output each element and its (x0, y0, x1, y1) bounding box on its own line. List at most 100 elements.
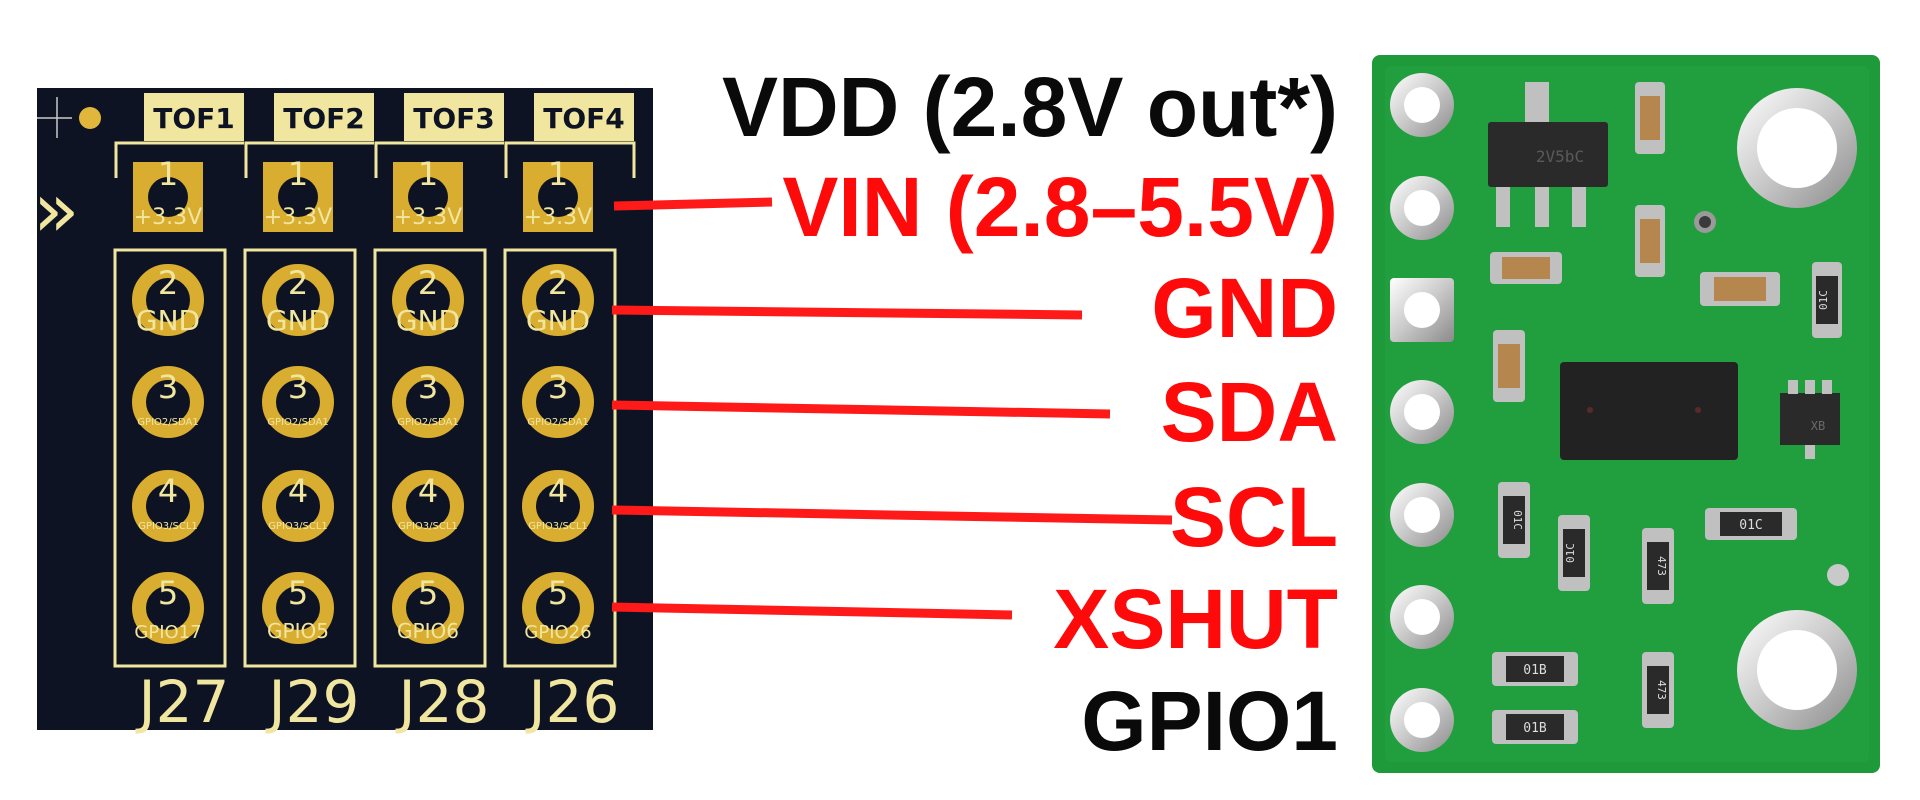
pin-label-scl: SCL (1170, 470, 1338, 564)
resistor-marking: 01B (1523, 663, 1547, 678)
pin-label: GPIO3/SCL1 (528, 521, 588, 532)
resistor-01c-b: 01C (1498, 482, 1530, 558)
pin-label-xshut: XSHUT (1053, 572, 1338, 666)
vin-line (613, 197, 773, 211)
header-outlines (113, 248, 617, 668)
pin-number: 3 (418, 368, 438, 406)
gnd-line (611, 305, 1083, 320)
voltage-regulator-chip: 2V5bC (1488, 82, 1608, 227)
pin-number: 1 (158, 155, 178, 193)
header-j26: J26 (526, 668, 620, 736)
pin-label: GPIO26 (524, 622, 591, 643)
capacitors (1490, 82, 1780, 402)
mounting-holes (1694, 88, 1857, 730)
tof3-label: TOF3 (413, 102, 495, 135)
pin-number: 2 (158, 264, 178, 302)
pin-label: GPIO17 (134, 622, 201, 643)
tof2-label: TOF2 (283, 102, 365, 135)
pin-number: 2 (548, 264, 568, 302)
pin-hole-vin (1390, 176, 1454, 240)
header-designators: J27 J29 J28 J26 (136, 668, 620, 736)
tof-sensor-chip (1560, 362, 1738, 460)
pin-number: 4 (158, 472, 178, 510)
pin-number: 4 (418, 472, 438, 510)
pin-label: +3.3V (134, 205, 202, 230)
header-j29: J29 (266, 668, 360, 736)
pin-label: GPIO6 (397, 619, 459, 643)
resistor-marking: 01C (1564, 543, 1577, 563)
resistors: 01C 01C 01C 01C 473 473 (1492, 262, 1842, 744)
resistor-473-a: 473 (1642, 528, 1674, 604)
resistor-01c-c: 01C (1558, 515, 1590, 591)
carrier-pcb: » TOF1 TOF2 TOF3 TOF4 (33, 88, 653, 736)
pin-label: GPIO3/SCL1 (268, 521, 328, 532)
pin-label: GND (396, 304, 460, 337)
pin-column-tof2: 1 +3.3V 2 GND 3 GPIO2/SDA1 4 GPIO3/SCL1 … (262, 155, 334, 644)
pin-label: +3.3V (394, 205, 462, 230)
pin-label: GPIO2/SDA1 (267, 417, 328, 428)
pin-number: 1 (548, 155, 568, 193)
header-j28: J28 (396, 668, 490, 736)
resistor-marking: 473 (1655, 680, 1668, 700)
pin-number: 5 (288, 574, 308, 612)
scl-line (611, 505, 1173, 525)
pin-label: +3.3V (264, 205, 332, 230)
pin-hole-sda (1390, 380, 1454, 444)
pin-column-tof3: 1 +3.3V 2 GND 3 GPIO2/SDA1 4 GPIO3/SCL1 … (392, 155, 464, 644)
pin-hole-gnd (1390, 278, 1454, 342)
pin-number: 2 (418, 264, 438, 302)
pin-label-gpio1: GPIO1 (1081, 674, 1338, 768)
pin-number: 5 (158, 574, 178, 612)
sda-line (611, 400, 1111, 419)
pin-label: GND (526, 304, 590, 337)
pin-number: 3 (548, 368, 568, 406)
transistor-marking: XB (1811, 419, 1825, 433)
pin-label: GND (136, 304, 200, 337)
pin-label: +3.3V (524, 205, 592, 230)
resistor-marking: 473 (1655, 556, 1668, 576)
pin-number: 5 (548, 574, 568, 612)
pin-label: GPIO3/SCL1 (138, 521, 198, 532)
resistor-marking: 01B (1523, 721, 1547, 736)
header-j27: J27 (136, 668, 230, 736)
pin-number: 3 (288, 368, 308, 406)
tof4-label: TOF4 (543, 102, 625, 135)
connector-lines (611, 197, 1173, 620)
pin-column-tof4: 1 +3.3V 2 GND 3 GPIO2/SDA1 4 GPIO3/SCL1 … (522, 155, 594, 644)
resistor-marking: 01C (1739, 518, 1762, 533)
resistor-marking: 01C (1511, 510, 1524, 530)
pin-labels: VDD (2.8V out*) VIN (2.8–5.5V) GND SDA S… (722, 60, 1338, 768)
pin-number: 4 (288, 472, 308, 510)
pin-hole-scl (1390, 483, 1454, 547)
resistor-01b-b: 01B (1492, 710, 1578, 744)
pin-label-gnd: GND (1151, 261, 1338, 355)
tof1-label: TOF1 (153, 102, 235, 135)
pin-label: GPIO3/SCL1 (398, 521, 458, 532)
pin-label: GPIO2/SDA1 (397, 417, 458, 428)
pin-label: GND (266, 304, 330, 337)
resistor-marking: 01C (1817, 290, 1830, 310)
pin-column-tof1: 1 +3.3V 2 GND 3 GPIO2/SDA1 4 GPIO3/SCL1 … (132, 155, 204, 644)
pin-number: 1 (288, 155, 308, 193)
tof-labels: TOF1 TOF2 TOF3 TOF4 (144, 93, 634, 141)
silkscreen-brackets (114, 141, 636, 178)
pin-label: GPIO5 (267, 619, 329, 643)
pin-number: 2 (288, 264, 308, 302)
pin-label-vdd: VDD (2.8V out*) (722, 60, 1338, 154)
pin-number: 1 (418, 155, 438, 193)
regulator-marking: 2V5bC (1536, 147, 1584, 166)
pin-hole-xshut (1390, 585, 1454, 649)
sensor-module: 2V5bC XB 0 (1372, 55, 1880, 773)
pin-number: 4 (548, 472, 568, 510)
resistor-01c-d: 01C (1705, 508, 1797, 540)
pin-number: 5 (418, 574, 438, 612)
transistor: XB (1780, 380, 1840, 459)
pin-label: GPIO2/SDA1 (527, 417, 588, 428)
arrow-icon: » (33, 165, 80, 254)
pin-label: GPIO2/SDA1 (137, 417, 198, 428)
pin-hole-vdd (1390, 73, 1454, 137)
resistor-01c-a: 01C (1812, 262, 1842, 338)
pin-number: 3 (158, 368, 178, 406)
pin-hole-gpio1 (1390, 688, 1454, 752)
